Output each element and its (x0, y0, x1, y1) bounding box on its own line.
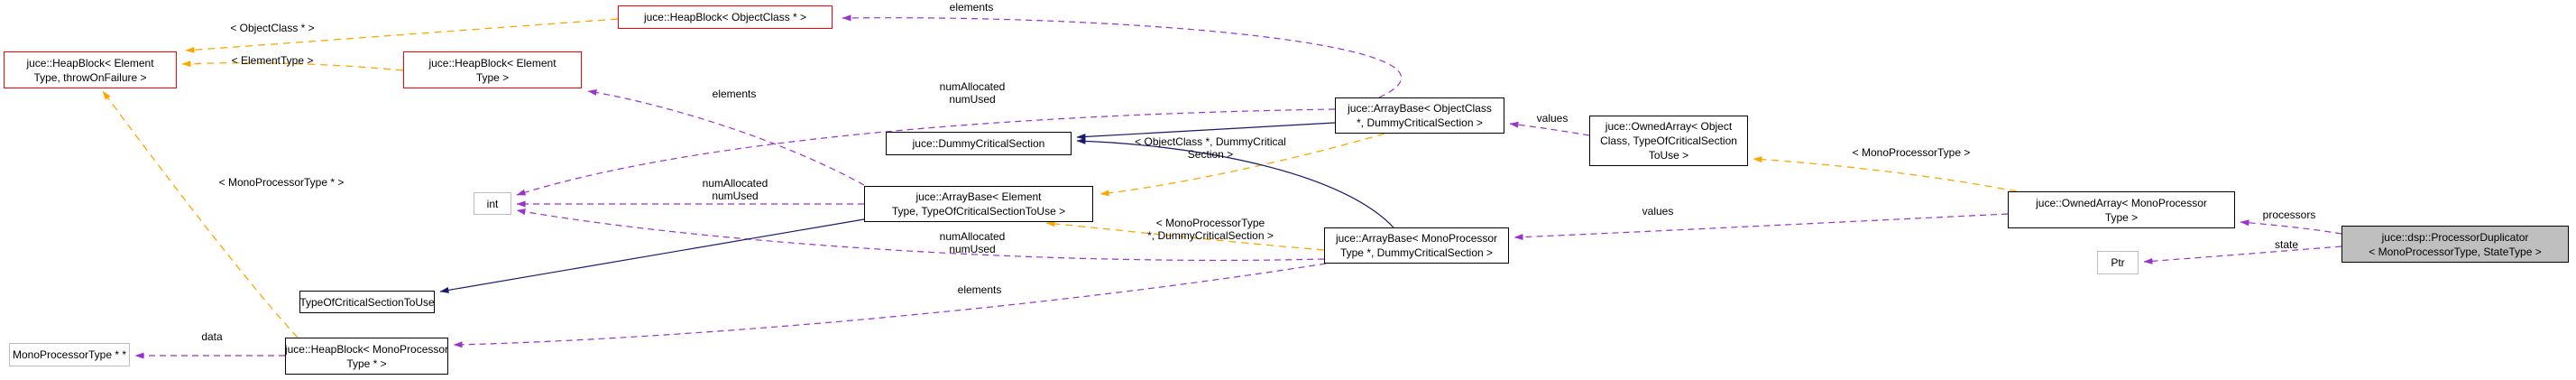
class-node-label: Ptr (2111, 256, 2125, 269)
class-node-int[interactable]: int (474, 192, 511, 215)
class-node-arraybase-objectclass[interactable]: juce::ArrayBase< ObjectClass*, DummyCrit… (1335, 97, 1504, 134)
label-values-low: values (1642, 205, 1674, 218)
class-node-label: Type > (2104, 210, 2139, 224)
edge-inherit-arraybase-elementtype-tocs (439, 218, 865, 293)
edge-template-objectclass-dummycriticalsection (1099, 133, 1385, 197)
class-node-label: juce::HeapBlock< MonoProcessor (284, 342, 449, 356)
edge-label-line: values (1642, 205, 1674, 218)
edge-values-ownedarray-mono-to-arraybase-mono (1513, 213, 2009, 241)
label-processors: processors (2263, 209, 2316, 222)
edge-label-line: < ObjectClass *, DummyCritical (1135, 135, 1286, 148)
label-monoprocessortype: < MonoProcessorType > (1852, 146, 1971, 160)
class-node-processorduplicator[interactable]: juce::dsp::ProcessorDuplicator< MonoProc… (2341, 226, 2569, 263)
edge-label-line: < MonoProcessorType * > (218, 176, 345, 189)
label-values-top: values (1536, 112, 1569, 125)
class-node-ptr[interactable]: Ptr (2097, 251, 2139, 274)
class-node-label: juce::ArrayBase< Element (915, 190, 1042, 203)
class-node-label: MonoProcessorType * * (12, 348, 127, 361)
class-node-label: Type > (475, 70, 510, 84)
edge-template-monoprocessortype-ownedarray (1753, 156, 2018, 192)
edge-label-line: numAllocated (702, 177, 768, 190)
class-node-label: juce::OwnedArray< MonoProcessor (2036, 196, 2207, 209)
class-node-dummycriticalsection[interactable]: juce::DummyCriticalSection (886, 132, 1072, 155)
class-node-label: < MonoProcessorType, StateType > (2369, 245, 2542, 258)
edge-label-line: *, DummyCriticalSection > (1147, 228, 1274, 242)
edge-label-line: elements (712, 88, 757, 100)
class-node-label: Type *, DummyCriticalSection > (1339, 246, 1494, 259)
label-elements-mid: elements (713, 88, 757, 101)
class-node-label: Type * > (346, 357, 387, 370)
edge-label-line: < MonoProcessorType > (1852, 146, 1971, 159)
edge-inherit-arraybase-mono-dummycs (1076, 137, 1394, 228)
edge-label-line: numUsed (949, 242, 996, 255)
class-node-label: juce::dsp::ProcessorDuplicator (2381, 230, 2529, 244)
edge-label-line: elements (957, 283, 1002, 296)
edge-template-objectclass-star (185, 18, 619, 53)
edge-label-line: processors (2262, 209, 2316, 221)
label-elementtype: < ElementType > (231, 54, 314, 68)
label-monoprocessortype-star: < MonoProcessorType * > (218, 176, 345, 190)
label-data: data (201, 330, 223, 344)
class-node-monoprocessortype-ptr-ptr[interactable]: MonoProcessorType * * (9, 343, 130, 366)
class-node-label: *, DummyCriticalSection > (1357, 116, 1483, 129)
edge-label-line: numAllocated (939, 230, 1006, 243)
class-node-label: Type, throwOnFailure > (33, 70, 147, 84)
edge-template-monoprocessor-dummycriticalsection (1045, 220, 1325, 251)
edge-label-line: < ElementType > (231, 54, 314, 67)
class-node-label: juce::HeapBlock< Element (26, 56, 154, 70)
label-monoprocessor-dummycritical: < MonoProcessorType*, DummyCriticalSecti… (1147, 217, 1274, 242)
class-node-label: juce::DummyCriticalSection (912, 137, 1045, 150)
edge-label-line: < ObjectClass * > (230, 22, 315, 34)
class-node-label: Class, TypeOfCriticalSection (1600, 134, 1737, 147)
class-node-label: juce::ArrayBase< ObjectClass (1348, 102, 1492, 115)
edge-numallocated-arraybase-objectclass-to-int (516, 108, 1336, 196)
class-node-label: Type, TypeOfCriticalSectionToUse > (891, 205, 1066, 218)
class-node-label: juce::HeapBlock< ObjectClass * > (643, 11, 807, 23)
edge-label-line: Section > (1187, 147, 1234, 161)
edge-elements-arraybase-objectclass-to-heapblock-objectclass (842, 14, 1403, 98)
class-node-label: juce::OwnedArray< Object (1605, 120, 1733, 133)
edge-label-line: numUsed (949, 92, 996, 106)
label-elements-low: elements (957, 283, 1002, 297)
edge-elements-arraybase-mono-to-heapblock-mono (453, 263, 1327, 348)
edge-template-monoprocessortype-star (102, 90, 299, 338)
edge-state (2143, 246, 2342, 264)
edge-label-line: data (201, 330, 223, 343)
edge-label-line: numAllocated (939, 80, 1006, 93)
class-node-typeofcriticalsectiontouse[interactable]: TypeOfCriticalSectionToUse (299, 291, 435, 313)
class-node-label: ToUse > (1648, 149, 1689, 162)
edge-label-line: values (1536, 112, 1569, 125)
edge-label-line: < MonoProcessorType (1155, 217, 1265, 229)
class-node-heapblock-objectclass[interactable]: juce::HeapBlock< ObjectClass * > (618, 5, 833, 29)
edge-values-ownedarray-objectclass-to-arraybase-objectclass (1509, 121, 1590, 136)
edge-elements-arraybase-elementtype-to-heapblock-elementtype (587, 89, 865, 186)
class-node-label: int (486, 197, 499, 210)
label-elements-top: elements (949, 1, 994, 14)
class-node-label: TypeOfCriticalSectionToUse (299, 295, 435, 309)
label-objectclass-star: < ObjectClass * > (230, 22, 315, 35)
edge-inherit-arraybase-objectclass-dummycs (1076, 122, 1336, 140)
edge-template-elementtype (181, 60, 404, 71)
class-node-label: juce::HeapBlock< Element (428, 56, 557, 70)
edge-label-line: numUsed (712, 189, 759, 202)
class-node-label: juce::ArrayBase< MonoProcessor (1335, 232, 1498, 245)
label-state: state (2274, 238, 2299, 252)
edge-numallocated-arraybase-mono-to-int (516, 209, 1325, 261)
edge-processors (2240, 219, 2342, 235)
edge-label-line: state (2274, 238, 2299, 251)
edge-label-line: elements (949, 1, 994, 14)
